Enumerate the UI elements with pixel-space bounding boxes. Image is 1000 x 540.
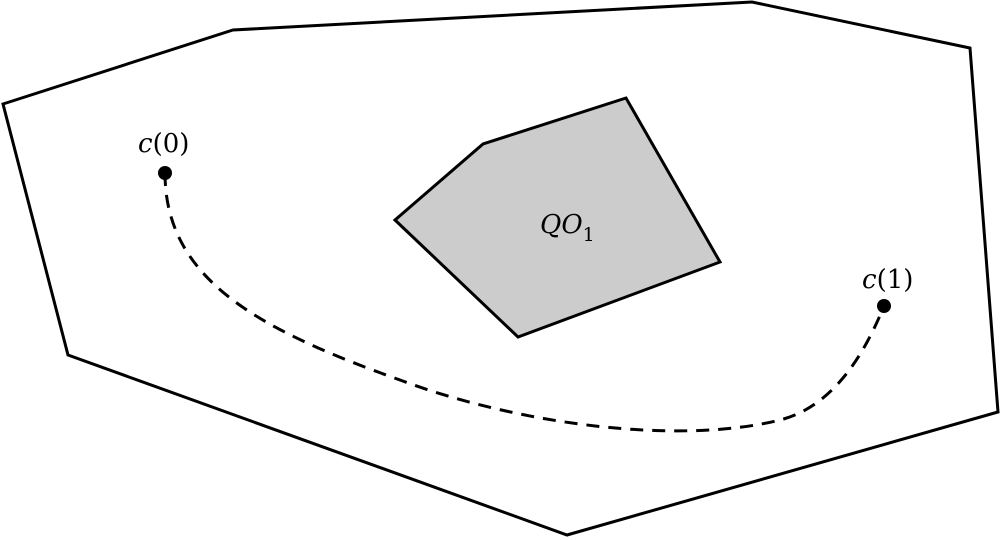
- obstacle-label-main: QO: [540, 210, 583, 240]
- end-point-label-arg: 1: [887, 265, 904, 295]
- start-point-label-open: (: [153, 129, 163, 159]
- start-point-label: c(0): [138, 129, 189, 159]
- start-point-label-close: ): [179, 129, 189, 159]
- obstacle-region: [392, 96, 723, 339]
- end-point: [877, 299, 891, 313]
- obstacle-label-subscript: 1: [583, 224, 595, 246]
- end-point-label-close: ): [903, 265, 913, 295]
- start-point: [158, 166, 172, 180]
- start-point-label-fn: c: [138, 129, 153, 159]
- end-point-label-fn: c: [862, 265, 877, 295]
- obstacle-label: QO1: [540, 210, 595, 246]
- start-point-label-arg: 0: [163, 129, 180, 159]
- end-point-label-open: (: [877, 265, 887, 295]
- end-point-label: c(1): [862, 265, 913, 295]
